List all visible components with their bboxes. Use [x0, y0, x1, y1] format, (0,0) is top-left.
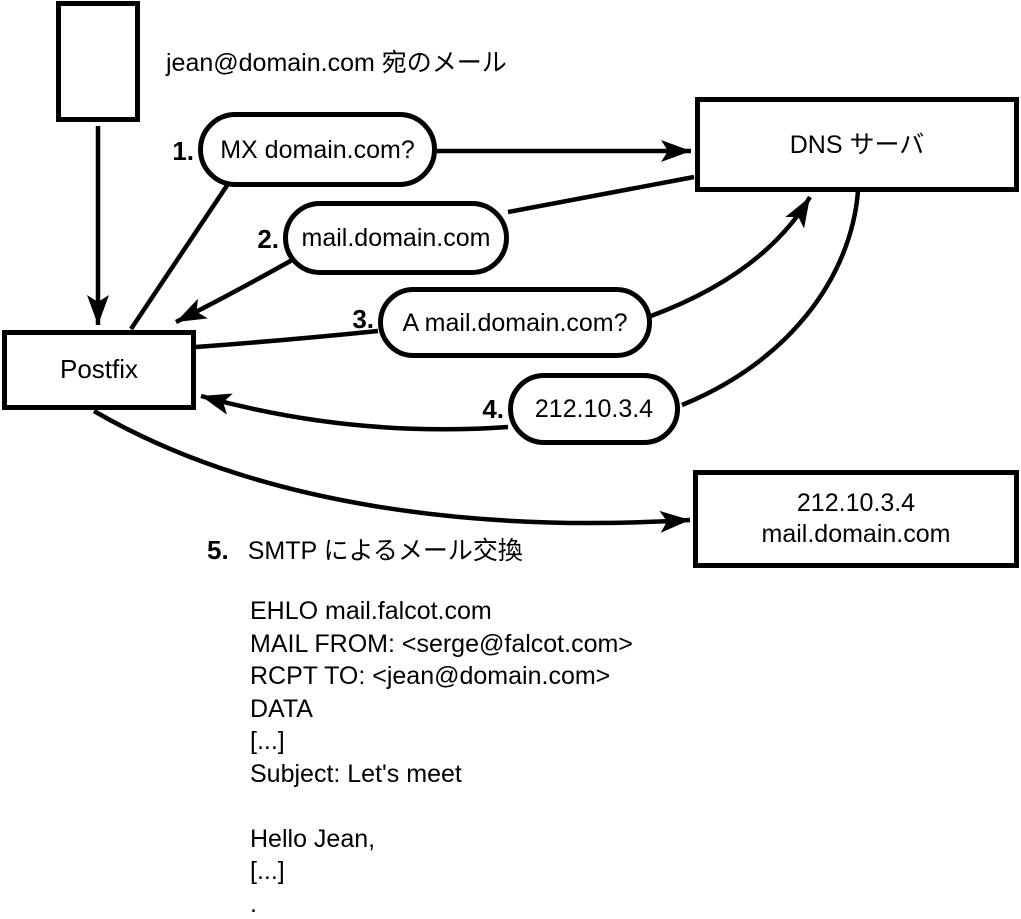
step-3-number: 3. — [352, 304, 374, 334]
step-5-label: SMTP によるメール交換 — [247, 537, 523, 565]
step-2-number: 2. — [257, 224, 279, 254]
step-5-caption: 5. SMTP によるメール交換 — [207, 531, 523, 567]
step-1-label: MX domain.com? — [220, 135, 415, 164]
smtp-line: [...] — [250, 857, 285, 885]
dns-server-box: DNS サーバ — [695, 97, 1019, 192]
diagram-title: jean@domain.com 宛のメール — [166, 49, 507, 77]
step-3-label: A mail.domain.com? — [402, 308, 628, 337]
smtp-line: MAIL FROM: <serge@falcot.com> — [250, 629, 633, 658]
mail-server-box: 212.10.3.4 mail.domain.com — [693, 470, 1019, 568]
smtp-line-blank — [250, 792, 633, 825]
step-4-label: 212.10.3.4 — [534, 395, 654, 423]
line-dns-to-reply4 — [681, 190, 861, 408]
mail-server-hostname: mail.domain.com — [761, 520, 951, 548]
step-2-reply-pill: mail.domain.com — [283, 201, 509, 275]
step-4-number: 4. — [482, 394, 504, 424]
step-1-number: 1. — [172, 136, 194, 166]
smtp-line: EHLO mail.falcot.com — [250, 597, 492, 625]
line-dns-to-reply2 — [507, 174, 695, 215]
step-4-reply-pill: 212.10.3.4 — [508, 373, 680, 445]
postfix-label: Postfix — [59, 354, 139, 385]
smtp-line-terminator: . — [250, 889, 257, 918]
smtp-line: RCPT TO: <jean@domain.com> — [250, 662, 611, 690]
arrow-postfix-to-mailserver — [92, 409, 691, 533]
step-2-label: mail.domain.com — [301, 224, 491, 252]
line-postfix-to-query3 — [195, 328, 379, 350]
incoming-mail-box — [56, 1, 140, 122]
smtp-line: Hello Jean, — [250, 824, 376, 853]
smtp-line: Subject: Let's meet — [250, 759, 462, 788]
smtp-session-transcript: EHLO mail.falcot.com MAIL FROM: <serge@f… — [250, 597, 633, 919]
arrow-reply4-to-postfix — [200, 393, 509, 432]
arrow-query3-to-dns — [650, 195, 812, 319]
dns-server-label: DNS サーバ — [789, 130, 925, 159]
postfix-box: Postfix — [2, 330, 196, 410]
arrow-reply2-to-postfix — [174, 257, 296, 325]
step-3-query-pill: A mail.domain.com? — [378, 287, 652, 358]
step-5-number: 5. — [207, 535, 229, 565]
smtp-line: DATA — [250, 694, 313, 723]
line-postfix-to-query1 — [129, 182, 230, 331]
step-1-query-pill: MX domain.com? — [198, 112, 437, 187]
smtp-line: [...] — [250, 727, 285, 755]
mail-server-ip: 212.10.3.4 — [796, 489, 916, 517]
